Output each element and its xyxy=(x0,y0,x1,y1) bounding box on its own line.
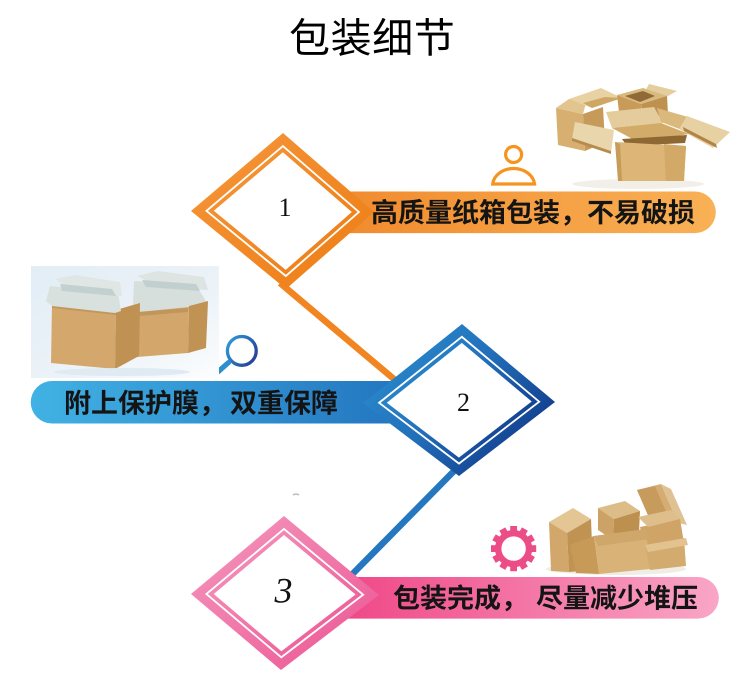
svg-text:3: 3 xyxy=(274,571,293,611)
svg-text:2: 2 xyxy=(457,388,470,417)
svg-text:1: 1 xyxy=(279,193,292,222)
